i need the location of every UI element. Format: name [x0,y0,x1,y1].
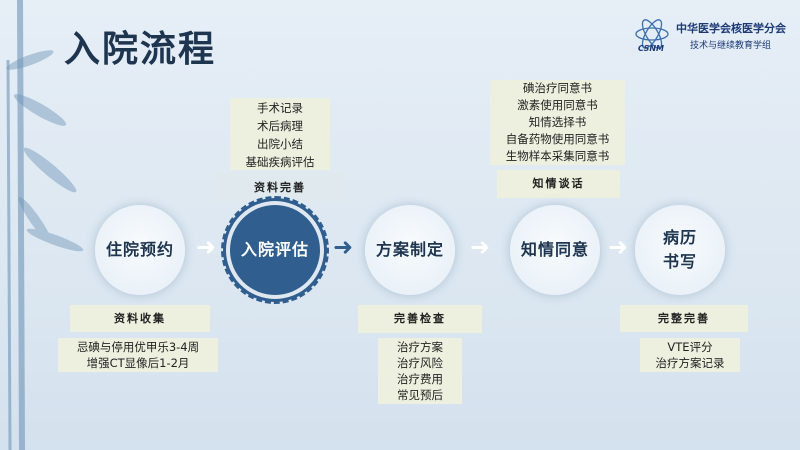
top-right-header: 知情谈话 [497,170,620,198]
bottom-left-header: 资料收集 [70,305,210,332]
text-item: 忌碘与停用优甲乐3-4周 [76,340,200,354]
top-left-list: 手术记录术后病理出院小结基础疾病评估 [230,98,330,170]
text-item: 治疗方案记录 [655,356,725,370]
text-item: 住院预约 [105,240,174,259]
arrow-icon: ➜ [333,233,354,261]
text-item: 碘治疗同意书 [523,81,592,95]
page-title: 入院流程 [64,29,217,70]
text-item: 书写 [662,252,697,271]
bottom-right-header: 完整完善 [620,305,748,332]
text-item: 治疗风险 [397,356,443,370]
atom-logo-icon: CSNM [635,19,669,52]
text-item: 自备药物使用同意书 [505,132,610,146]
logo: CSNM 中华医学会核医学分会技术与继续教育学组 [632,18,786,52]
text-item: 方案制定 [375,240,444,259]
top-left-header: 资料完善 [217,173,343,202]
logo-line1: 中华医学会核医学分会 [676,21,786,35]
text-item: 常见预后 [397,388,443,402]
text-item: 知情同意 [520,240,589,259]
text-item: 治疗方案 [397,340,443,354]
arrow-icon: ➜ [470,233,491,261]
step-consent[interactable]: 知情同意 [510,205,600,295]
step-plan[interactable]: 方案制定 [365,205,455,295]
top-right-list: 碘治疗同意书激素使用同意书知情选择书自备药物使用同意书生物样本采集同意书 [490,80,625,165]
logo-line2: 技术与继续教育学组 [690,40,772,51]
text-item: VTE评分 [667,340,713,354]
text-item: 知情选择书 [528,115,587,129]
bottom-right-list: VTE评分治疗方案记录 [640,338,740,372]
bottom-left-list: 忌碘与停用优甲乐3-4周增强CT显像后1-2月 [58,338,218,372]
text-item: 增强CT显像后1-2月 [86,356,190,370]
text-item: 入院评估 [240,240,309,259]
text-item: 生物样本采集同意书 [505,149,610,163]
text-item: 基础疾病评估 [245,155,315,169]
step-booking[interactable]: 住院预约 [95,205,185,295]
step-assessment[interactable]: 入院评估 [230,205,320,295]
text-item: 出院小结 [257,137,303,151]
bottom-mid-header: 完善检查 [358,305,482,333]
text-item: 病历 [662,228,697,247]
step-records[interactable]: 病历书写 [635,205,725,295]
text-item: 手术记录 [257,101,303,115]
text-item: 治疗费用 [397,372,443,386]
text-item: 术后病理 [257,119,303,133]
bottom-mid-list: 治疗方案治疗风险治疗费用常见预后 [378,338,462,404]
active-ring [221,196,329,304]
text-item: 激素使用同意书 [517,98,598,112]
logo-mark: CSNM [638,44,664,52]
bamboo-decoration [6,0,84,450]
arrow-icon: ➜ [196,233,217,261]
arrow-icon: ➜ [608,233,629,261]
